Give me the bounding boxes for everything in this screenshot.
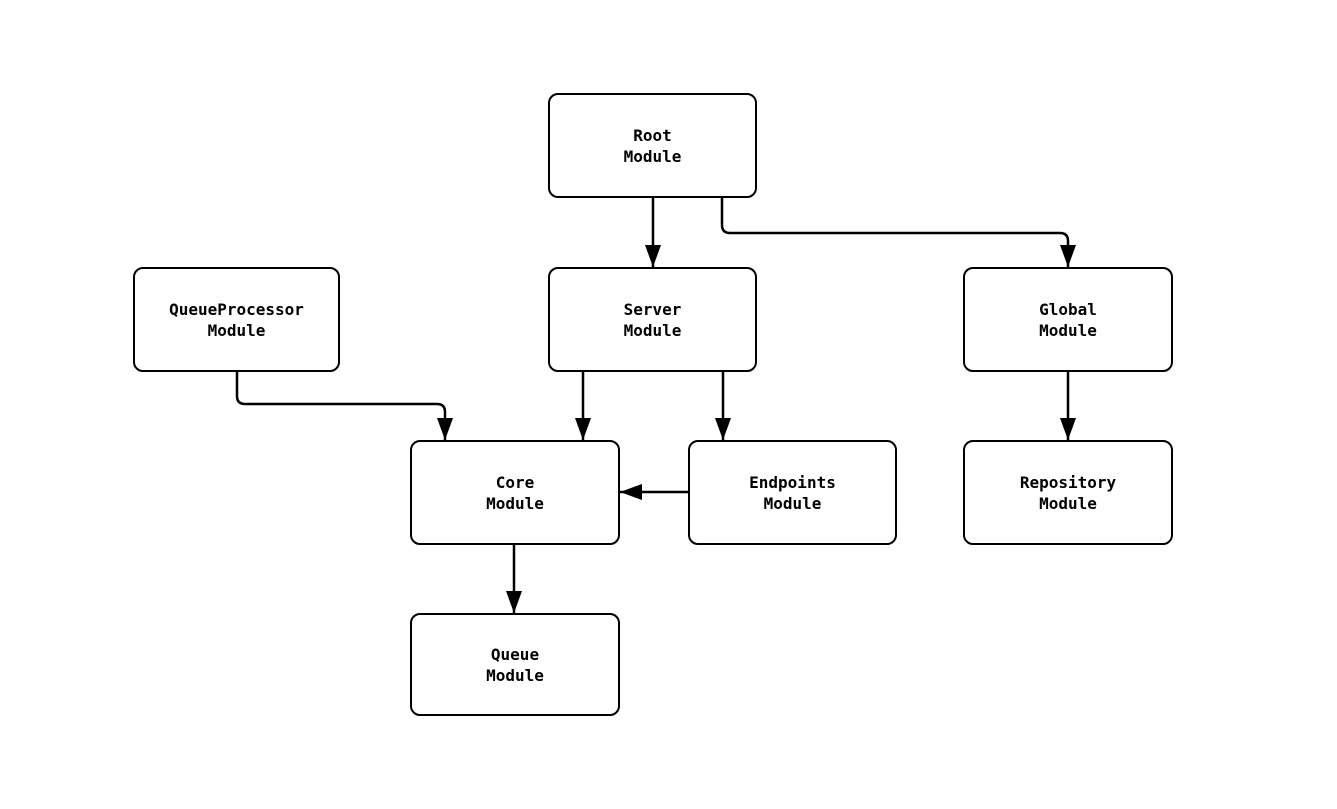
edge-queueprocessor-to-core (235, 372, 453, 440)
node-server-module: Server Module (548, 267, 757, 372)
node-server-module-label-line2: Module (623, 320, 682, 340)
node-repository-module: Repository Module (963, 440, 1173, 545)
node-endpoints-module: Endpoints Module (688, 440, 897, 545)
node-repository-module-label-line2: Module (1039, 493, 1097, 513)
node-global-module-label-line2: Module (1039, 320, 1097, 340)
node-endpoints-module-label-line2: Module (763, 493, 822, 513)
node-server-module-label-line1: Server (623, 299, 682, 319)
node-queueprocessor-module: QueueProcessor Module (133, 267, 340, 372)
node-root-module: Root Module (548, 93, 757, 198)
node-queue-module-label-line1: Queue (490, 644, 540, 664)
node-root-module-label-line1: Root (633, 125, 672, 145)
node-core-module: Core Module (410, 440, 620, 545)
node-endpoints-module-label-line1: Endpoints (749, 472, 836, 492)
node-repository-module-label-line1: Repository (1019, 472, 1117, 492)
node-queue-module: Queue Module (410, 613, 620, 716)
node-queue-module-label-line2: Module (486, 665, 544, 685)
node-core-module-label-line2: Module (486, 493, 544, 513)
node-global-module: Global Module (963, 267, 1173, 372)
node-global-module-label-line1: Global (1039, 299, 1097, 319)
edge-root-to-global (720, 198, 1076, 267)
node-root-module-label-line2: Module (623, 146, 682, 166)
node-queueprocessor-module-label-line1: QueueProcessor (169, 299, 304, 319)
node-core-module-label-line1: Core (495, 472, 535, 492)
node-queueprocessor-module-label-line2: Module (207, 320, 266, 340)
